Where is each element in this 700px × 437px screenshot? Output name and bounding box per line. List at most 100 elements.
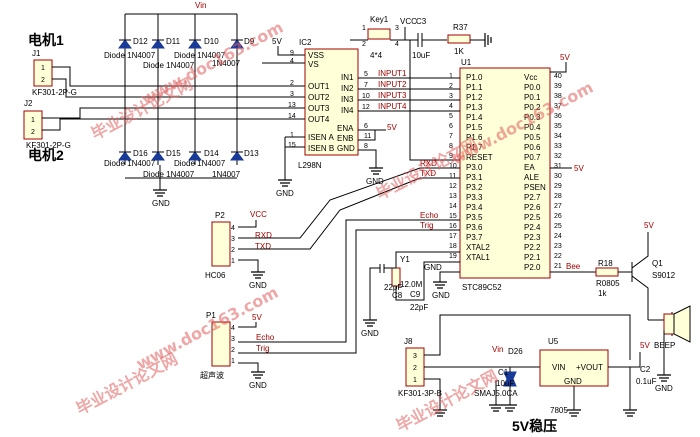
u1-pin-number: 5 [449,113,453,120]
svg-text:2: 2 [231,347,235,354]
svg-text:8: 8 [364,143,368,150]
j1-body [33,59,53,87]
p1-5v-label: 5V [252,313,262,322]
svg-text:GND: GND [655,384,673,393]
u1-pin-name: PSEN [524,183,546,192]
u1-pin-number: 28 [554,193,562,200]
u1-pin-number: 33 [554,143,562,150]
svg-text:INPUT1: INPUT1 [378,69,407,78]
u1-pin-number: 18 [449,243,457,250]
u5-part: 7805 [550,406,568,415]
u1-pin-name: XTAL2 [466,243,490,252]
d12-part: Diode 1N4007 [104,51,156,60]
ic2-en-wire [358,129,376,141]
u1-pin-name: P0.2 [524,103,541,112]
svg-text:OUT3: OUT3 [308,104,330,113]
svg-text:2: 2 [290,80,294,87]
wire-out1 [52,66,305,87]
ic2-input-wires [358,77,440,112]
wire-out4 [42,118,305,131]
r37-ref: R37 [453,23,468,32]
svg-text:4: 4 [290,58,294,65]
u1-pin-name: XTAL1 [466,253,490,262]
svg-text:2: 2 [362,41,366,48]
svg-text:VSS: VSS [308,51,324,60]
u5-vin: VIN [552,363,566,372]
u5-vout: +VOUT [576,363,603,372]
svg-text:6: 6 [364,123,368,130]
r18-body [595,267,619,277]
d10-ref: D10 [204,37,219,46]
power-supply: J8 3 2 1 KF301-3P-B Vin D26 SMAJ5.0CA C1… [398,314,657,434]
p2-part: HC06 [205,271,226,280]
net-echo-u1: Echo [420,211,439,220]
u1-ref: U1 [461,58,472,67]
c2-ref: C2 [640,365,651,374]
u1-pin-number: 12 [449,183,457,190]
u1-pin-name: P2.3 [524,233,541,242]
u1-pin-name: P0.4 [524,123,541,132]
u1-pin-name: P2.0 [524,263,541,272]
d13-ref: D13 [244,149,259,158]
diode-columns [124,14,238,165]
d14-part: Diode 1N4007 [174,159,226,168]
u1-pin-name: P2.4 [524,223,541,232]
crystal-circuit: Y1 12.0M 22pF C8 C9 22pF GND [361,251,460,338]
svg-text:INPUT4: INPUT4 [378,102,407,111]
u1-vcc-label: 5V [560,53,570,62]
d11-symbol [151,39,165,49]
wire-out3 [42,107,305,119]
svg-text:ISEN A: ISEN A [308,133,334,142]
wire-rxd [238,167,460,239]
u1-pin-name: P3.6 [466,223,483,232]
u1-pin-number: 40 [554,73,562,80]
ic2-right-pins: IN1 5 INPUT1 IN2 7 INPUT2 IN3 10 INPUT3 … [337,69,407,153]
d12-symbol [118,39,132,49]
reset-wire [409,40,460,161]
j2-ref: J2 [24,99,33,108]
p2-txd-label: TXD [255,242,271,251]
gnd-symbol-crystal [363,319,377,327]
svg-text:3: 3 [413,353,417,360]
gnd-symbol-isen [278,179,292,187]
buzzer-5v: 5V [644,221,654,230]
svg-text:ENA: ENA [337,124,354,133]
p1-body [211,321,231,367]
u1-ea-label: 5V [574,164,584,173]
p2-body [211,221,231,267]
net-trig-u1: Trig [420,221,433,230]
svg-text:ISEN B: ISEN B [308,144,334,153]
svg-text:ENB: ENB [337,134,353,143]
svg-text:GND: GND [249,281,267,290]
svg-text:GND: GND [366,177,384,186]
svg-text:IN1: IN1 [341,73,354,82]
u1-pin-number: 39 [554,83,562,90]
u1-pin-number: 15 [449,213,457,220]
svg-text:3: 3 [231,336,235,343]
u1-pin-name: P3.2 [466,183,483,192]
c3-ref: C3 [416,17,427,26]
u1-body [459,67,551,279]
d14-ref: D14 [204,149,219,158]
motor1-title: 电机1 [28,32,64,48]
j2-pin2: 2 [31,129,35,136]
gnd-symbol-c2 [623,409,637,417]
u1-pin-number: 11 [449,173,456,180]
motor2-title: 电机2 [28,147,64,163]
u1-pin-number: 37 [554,103,562,110]
d14-symbol [188,151,202,161]
u1-pin-name: ALE [524,173,539,182]
q1-part: S9012 [652,271,676,280]
watermark-url-3: www.doc163.com [133,283,281,374]
connector-p2-hc06: P2 4 3 2 1 VCC RXD TXD HC06 GND [205,167,460,290]
svg-text:7: 7 [364,82,368,89]
d9-ref: D9 [244,37,255,46]
svg-text:GND: GND [432,291,450,300]
u1-pin-name: P1.5 [466,123,483,132]
svg-text:9: 9 [290,50,294,57]
u1-pin-number: 24 [554,233,562,240]
gnd-symbol-reset [484,33,492,47]
diode-bridge: Vin D12 Diode 1N4007 D11 Diode 1N4007 D1… [104,1,259,208]
